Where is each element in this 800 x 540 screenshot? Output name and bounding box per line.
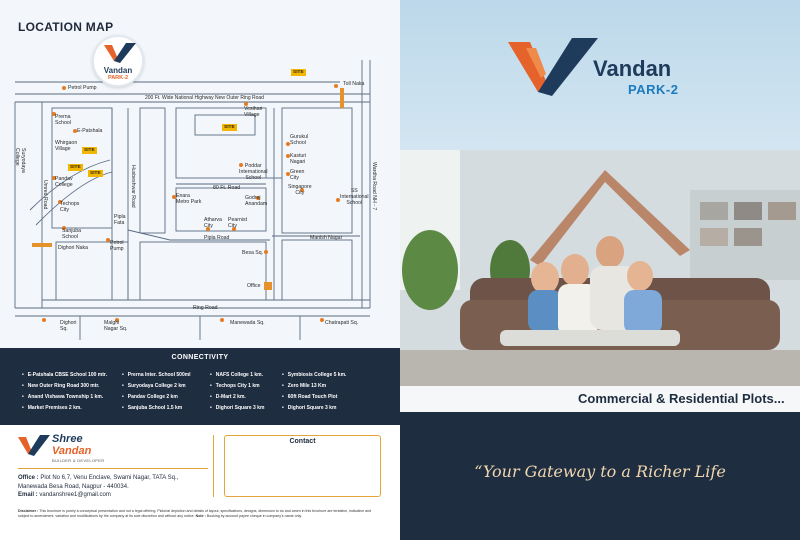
map-label-green-city: Green City <box>290 169 305 181</box>
disclaimer-label: Disclaimer : <box>18 509 39 513</box>
office-line2: Manewada Besa Road, Nagpur - 440034. <box>18 483 129 490</box>
slogan: “Your Gateway to a Richer Life <box>474 462 726 481</box>
site-marker: SITE <box>222 124 237 131</box>
map-label-80ft-road: 80 Ft. Road <box>213 185 241 191</box>
map-label-singapore-city: Singapore City <box>288 184 312 196</box>
map-label-toll-naka: Toll Naka <box>343 81 365 87</box>
tagline-band <box>400 386 800 412</box>
connectivity-item: Zero Mile 13 Km <box>282 383 326 389</box>
map-label-malghi-nagar-sq: Malghi Nagar Sq. <box>104 320 128 332</box>
map-roads <box>14 60 371 340</box>
left-panel: LOCATION MAP <box>0 0 400 540</box>
map-logo-title: Vandan <box>103 66 133 75</box>
connectivity-item: Suryodaya College 2 km <box>122 383 186 389</box>
contact-title: Contact <box>289 438 316 445</box>
map-title: LOCATION MAP <box>18 20 114 34</box>
office-line1: Plot No 6,7, Venu Enclave, Swami Nagar, … <box>40 475 179 481</box>
map-label-manewada-sq: Manewada Sq. <box>230 320 265 326</box>
map-label-pearnist-city: Pearnist City <box>228 217 248 229</box>
brand-name: Vandan <box>593 56 672 81</box>
map-label-gurukul-school: Gurukul School <box>290 134 309 146</box>
map-label-highway: 200 Ft. Wide National Highway New Outer … <box>145 95 264 101</box>
map-label-chatrapati-sq: Chatrapati Sq. <box>325 320 359 326</box>
company-info: Shree Vandan BUILDER & DEVELOPER Office … <box>0 425 400 540</box>
map-label-petrol-pump: Petrol Pump <box>68 85 97 91</box>
map-label-pandav-college: Pandav College <box>55 176 73 188</box>
company-subtitle: BUILDER & DEVELOPER <box>52 458 105 463</box>
vandan-logo-icon <box>104 43 136 63</box>
map-label-enara-metro: Enara Metro Park <box>176 193 202 205</box>
office-label: Office : <box>18 475 39 481</box>
vandan-logo-icon <box>508 38 598 96</box>
connectivity-item: Anand Vishawa Township 1 km. <box>22 394 103 400</box>
site-marker: SITE <box>88 170 103 177</box>
connectivity-title: CONNECTIVITY <box>171 354 229 361</box>
connectivity-item: Dighori Square 3 km <box>282 405 337 411</box>
connectivity-item: Techops City 1 km <box>210 383 260 389</box>
map-label-kasturi-nagari: Kasturi Nagari <box>290 153 307 165</box>
company-name-line1: Shree <box>52 433 83 445</box>
map-label-techops-city: Techops City <box>60 201 80 213</box>
disclaimer-text: This brochure is purely a conceptual pre… <box>18 509 372 518</box>
disclaimer: Disclaimer : This brochure is purely a c… <box>18 509 382 519</box>
map-logo: Vandan PARK-2 <box>92 35 144 87</box>
map-label-manish-nagar: Manish Nagar <box>310 235 343 241</box>
map-label-vesihari-village: Vesihari Village <box>244 106 263 118</box>
note-label: Note : <box>195 514 206 518</box>
connectivity-item: Pandav College 2 km <box>122 394 178 400</box>
contact-box: Contact <box>224 435 381 497</box>
map-label-atharva-city: Atharva City <box>204 217 222 229</box>
map-label-pipla-road: Pipla Road <box>204 235 230 241</box>
map-label-umred-road: Umred Road <box>42 180 48 210</box>
map-label-ring-road: Ring Road <box>193 305 218 311</box>
divider <box>213 435 214 497</box>
connectivity-item: NAFS College 1 km. <box>210 372 263 378</box>
map-label-wardha-road: Wardha Road NH - 7 <box>371 162 377 211</box>
divider <box>18 468 208 469</box>
site-marker: SITE <box>291 69 306 76</box>
map-label-whirgaon-village: Whirgaon Village <box>55 140 78 152</box>
shree-vandan-logo-icon <box>18 435 50 456</box>
connectivity-item: Sanjuba School 1.5 km <box>122 405 182 411</box>
map-logo-subtitle: PARK-2 <box>107 75 129 81</box>
map-label-pipla-fata: Pipla Fata <box>114 214 126 226</box>
map-label-prerna-school: Prerna School <box>55 114 71 126</box>
email-address: vandanshree1@gmail.com <box>39 492 111 498</box>
map-label-sanjuba-school: Sanjuba School <box>62 228 82 240</box>
map-label-dighori-naka: Dighori Naka <box>58 245 88 251</box>
connectivity-item: Prerna Inter. School 500ml <box>122 372 191 378</box>
family-photo <box>400 150 800 386</box>
map-label-e-patshala: E-Patshala <box>77 128 103 134</box>
map-label-husbeshwar-road: Husbeshwar Road <box>130 165 136 208</box>
site-marker: SITE <box>68 164 83 171</box>
note-text: Booking by account payee cheque in compa… <box>206 514 302 518</box>
brand-subtitle: PARK-2 <box>628 82 679 97</box>
map-label-petrol-pump-mid: Petrol Pump <box>110 240 124 252</box>
connectivity-item: 60ft Road Touch Plot <box>282 394 338 400</box>
map-label-office: Office <box>247 283 261 289</box>
connectivity-item: E-Patshala CBSE School 100 mtr. <box>22 372 107 378</box>
map-label-suryodaya-college: Suryodaya College <box>14 148 26 173</box>
connectivity-item: D-Mart 2 km. <box>210 394 246 400</box>
map-label-dighori-sq: Dighori Sq. <box>60 320 77 332</box>
office-address: Office : Plot No 6,7, Venu Enclave, Swam… <box>18 474 178 500</box>
connectivity-item: Symbiosis College 5 km. <box>282 372 347 378</box>
connectivity-item: New Outer Ring Road 300 mtr. <box>22 383 100 389</box>
slogan-band <box>400 412 800 540</box>
map-label-poddar-school: Poddar International School <box>239 163 268 181</box>
map-label-ss-school: SS International School <box>340 188 369 206</box>
connectivity-panel: CONNECTIVITY E-Patshala CBSE School 100 … <box>0 348 400 425</box>
connectivity-item: Dighori Square 3 km <box>210 405 265 411</box>
connectivity-item: Market Premises 2 km. <box>22 405 82 411</box>
map-label-godrej-anandam: Godrej Anandam <box>245 195 268 207</box>
tagline: Commercial & Residential Plots... <box>578 391 785 406</box>
email-label: Email : <box>18 492 38 498</box>
site-marker: SITE <box>82 147 97 154</box>
right-panel <box>400 0 800 540</box>
map-label-besa-sq: Besa Sq. <box>242 250 264 256</box>
location-map: Petrol Pump Toll Naka 200 Ft. Wide Natio… <box>0 60 400 340</box>
company-name-line2: Vandan <box>52 445 92 457</box>
